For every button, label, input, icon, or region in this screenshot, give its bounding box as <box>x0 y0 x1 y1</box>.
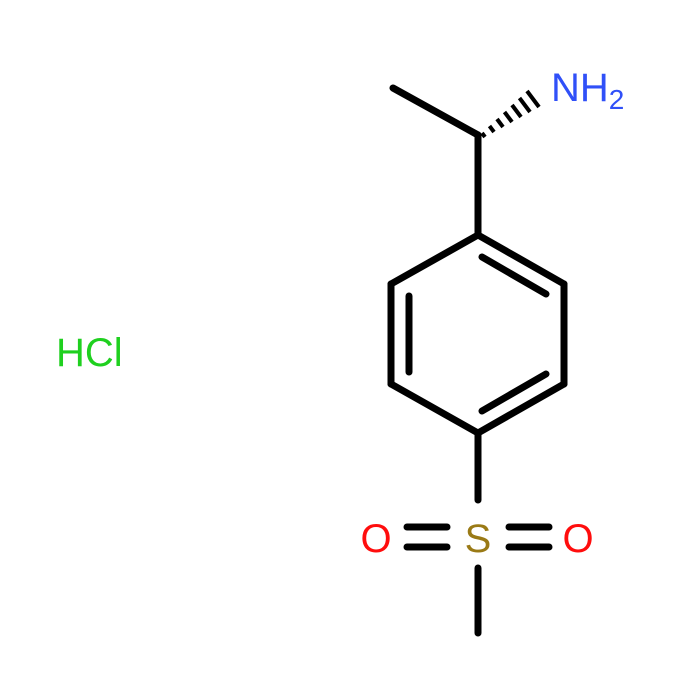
ring-bond-1 <box>474 231 568 288</box>
oxygen-right-label: O <box>562 517 593 561</box>
ring-double-bond-inner-1 <box>478 253 550 298</box>
sulfur-label: S <box>465 517 492 561</box>
hcl-label: HCl <box>56 331 123 375</box>
bond-methyl-chiral <box>389 84 482 139</box>
hashed-wedge-bond <box>480 89 541 139</box>
ring-bond-3 <box>474 380 568 437</box>
amine-label: NH2 <box>551 66 624 115</box>
ring-bond-6 <box>387 231 482 288</box>
ring-double-bond-inner-2 <box>478 370 550 415</box>
oxygen-left-label: O <box>360 517 391 561</box>
ring-bond-4 <box>387 380 482 437</box>
